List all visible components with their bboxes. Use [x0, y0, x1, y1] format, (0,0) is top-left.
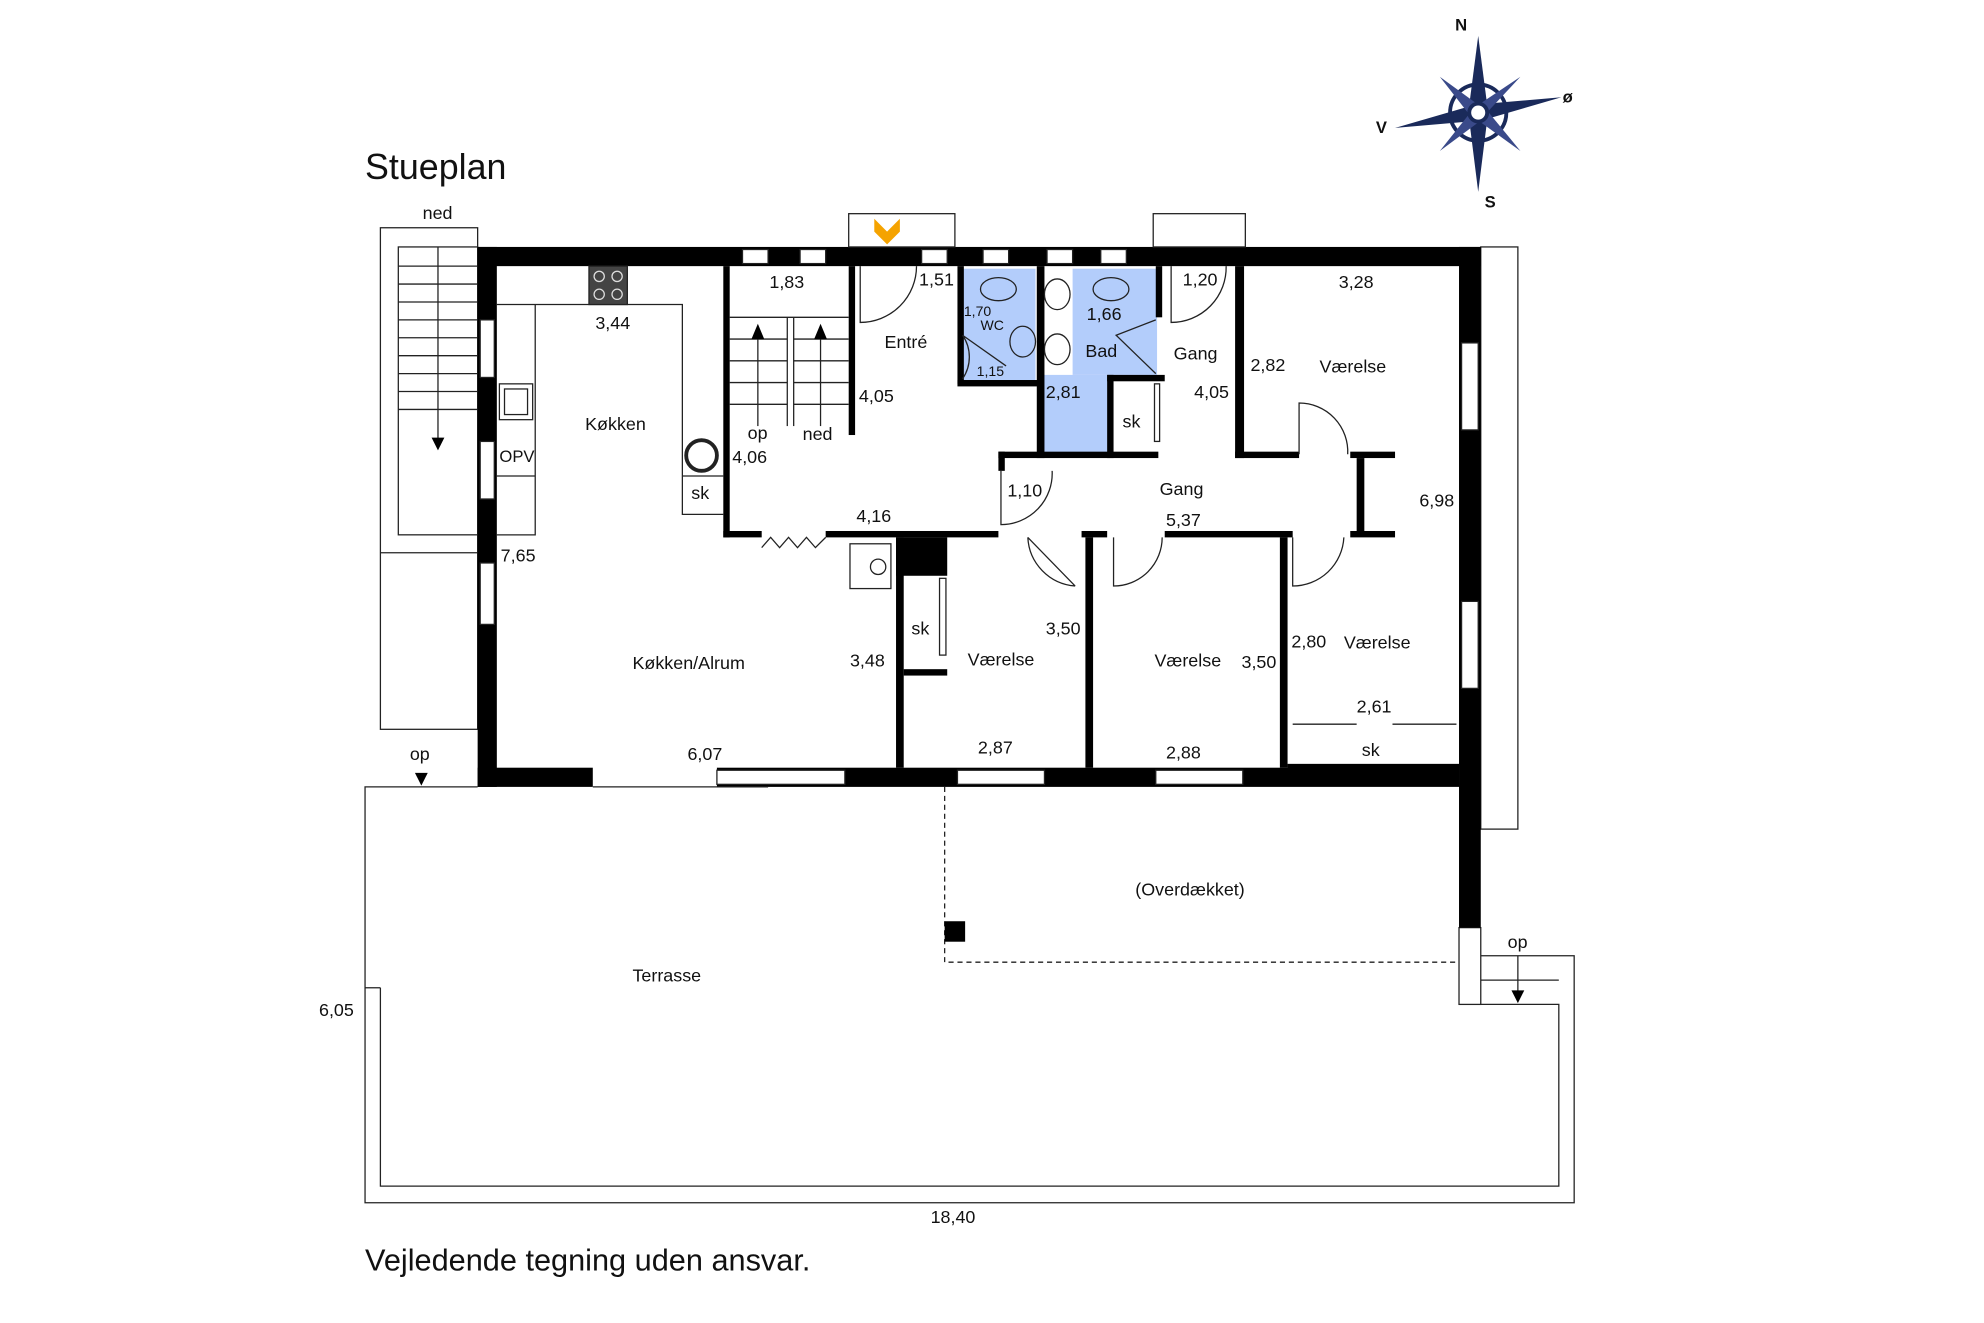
- closet-room-1: sk: [911, 619, 929, 639]
- dim: 3,50: [1046, 619, 1081, 639]
- dim: 6,07: [687, 744, 722, 764]
- room-hall-upper: Gang: [1174, 344, 1218, 364]
- terrace-outline: [364, 772, 1575, 1204]
- dim: 1,20: [1183, 269, 1218, 289]
- dim: 6,98: [1419, 491, 1454, 511]
- dim: 1,10: [1007, 480, 1042, 500]
- compass-icon: N S ø V: [1376, 16, 1574, 212]
- room-bedroom-se: Værelse: [1344, 633, 1411, 653]
- terrace-up-left: op: [410, 744, 430, 764]
- dimensions: 1,83 1,51 1,70 1,15 1,66 2,81 1,20 3,28 …: [319, 269, 1454, 1227]
- dim: 1,66: [1087, 304, 1122, 324]
- terrace-up-right: op: [1508, 932, 1528, 952]
- stairs-up-arrow-icon: [751, 323, 765, 340]
- east-strip: [1480, 246, 1519, 830]
- disclaimer: Vejledende tegning uden ansvar.: [365, 1243, 810, 1278]
- opv-label: OPV: [499, 447, 535, 466]
- compass-south: S: [1485, 192, 1496, 211]
- dim: 4,06: [732, 447, 767, 467]
- room-entry: Entré: [885, 332, 928, 352]
- dim: 2,61: [1357, 697, 1392, 717]
- dim: 1,51: [919, 269, 954, 289]
- entrance-arrow-icon: [874, 218, 900, 245]
- compass-west: V: [1376, 118, 1387, 137]
- room-wc: WC: [980, 317, 1003, 333]
- stairs-arrow-icon: [814, 323, 827, 340]
- dim: 3,48: [850, 651, 885, 671]
- dim: 3,28: [1339, 272, 1374, 292]
- room-terrace: Terrasse: [632, 965, 701, 985]
- dim: 2,88: [1166, 743, 1201, 763]
- compass-east: ø: [1563, 87, 1574, 106]
- kitchen-fixtures: [496, 265, 1130, 536]
- dim: 4,16: [856, 506, 891, 526]
- room-covered: (Overdækket): [1135, 880, 1244, 900]
- dim: 3,50: [1242, 652, 1277, 672]
- room-bedroom-ne: Værelse: [1320, 356, 1387, 376]
- dim: 1,15: [977, 363, 1005, 379]
- windows: [479, 248, 1479, 788]
- dim: 1,70: [964, 303, 992, 319]
- stairs-down-label-inner: ned: [803, 424, 833, 444]
- dim: 18,40: [931, 1207, 976, 1227]
- room-bedroom-2: Værelse: [1154, 651, 1221, 671]
- stairs-down-label: ned: [423, 203, 453, 223]
- closet-se: sk: [1362, 740, 1380, 760]
- dim: 7,65: [501, 546, 536, 566]
- stairs-up-label: op: [748, 423, 768, 443]
- dim: 5,37: [1166, 510, 1201, 530]
- dim: 3,44: [595, 313, 630, 333]
- room-bedroom-1: Værelse: [968, 649, 1035, 669]
- closet-kitchen: sk: [691, 483, 709, 503]
- room-hall: Gang: [1160, 479, 1204, 499]
- doors: [761, 213, 1457, 725]
- dim: 2,87: [978, 738, 1013, 758]
- dim: 2,80: [1291, 631, 1326, 651]
- closet-hall: sk: [1123, 411, 1141, 431]
- room-bath: Bad: [1085, 341, 1117, 361]
- dim: 2,81: [1046, 382, 1081, 402]
- dim: 1,83: [769, 272, 804, 292]
- room-kitchen-living: Køkken/Alrum: [632, 653, 744, 673]
- outdoor-stairs: [379, 227, 479, 730]
- dim: 2,82: [1250, 355, 1285, 375]
- dim: 6,05: [319, 1000, 354, 1020]
- room-kitchen: Køkken: [585, 414, 646, 434]
- dim: 4,05: [859, 386, 894, 406]
- compass-north: N: [1455, 16, 1467, 35]
- dim: 4,05: [1194, 382, 1229, 402]
- plan-title: Stueplan: [365, 147, 506, 187]
